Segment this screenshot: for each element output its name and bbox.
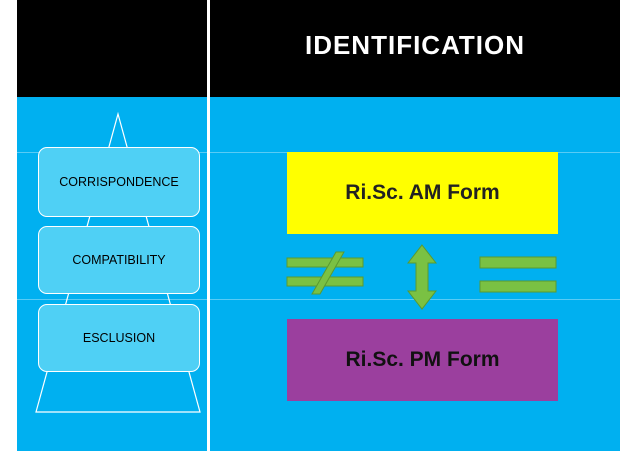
pyramid-level-compatibility: COMPATIBILITY (38, 226, 200, 294)
page-title: IDENTIFICATION (304, 30, 526, 60)
column-divider (207, 0, 210, 451)
slide: IDENTIFICATION CORRISPONDENCE COMPATIBIL… (17, 0, 620, 451)
level-label: COMPATIBILITY (72, 253, 166, 267)
pm-form-box: Ri.Sc. PM Form (287, 319, 558, 401)
pm-form-label: Ri.Sc. PM Form (345, 348, 500, 371)
pyramid-level-correspondence: CORRISPONDENCE (38, 147, 200, 217)
am-form-box: Ri.Sc. AM Form (287, 152, 558, 234)
level-label: ESCLUSION (82, 331, 156, 345)
double-arrow-icon (407, 244, 437, 310)
not-equal-icon (286, 251, 364, 295)
equal-icon (479, 256, 557, 293)
pyramid-level-esclusion: ESCLUSION (38, 304, 200, 372)
level-label: CORRISPONDENCE (59, 175, 179, 189)
am-form-label: Ri.Sc. AM Form (345, 181, 500, 204)
header-band (17, 0, 620, 97)
divider-line (17, 299, 620, 300)
